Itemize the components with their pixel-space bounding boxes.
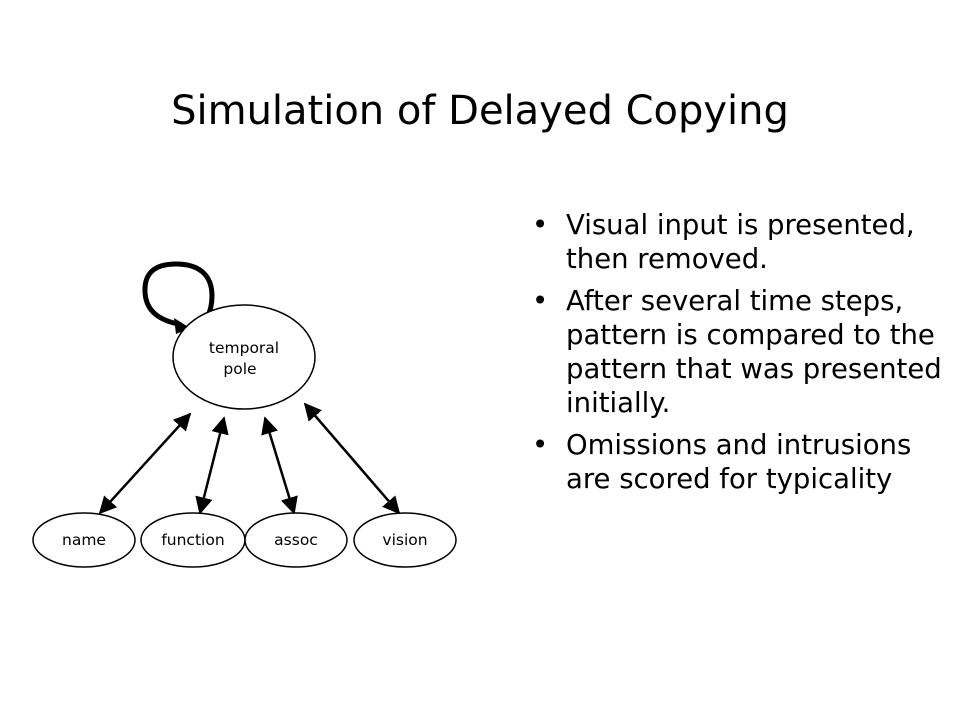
- function-node-label: function: [161, 531, 224, 549]
- self-loop-arrowhead: [174, 318, 190, 334]
- assoc-node: [244, 512, 348, 568]
- vision-node: [353, 512, 457, 568]
- assoc-node-label: assoc: [274, 531, 318, 549]
- arrow-function-temporal: [195, 416, 229, 515]
- bullet-text: After several time steps, pattern is com…: [566, 285, 942, 419]
- temporal-pole-node: [172, 304, 316, 410]
- slide-title: Simulation of Delayed Copying: [171, 88, 789, 134]
- arrow-assoc-temporal: [261, 416, 298, 515]
- name-node-label: name: [62, 531, 106, 549]
- name-node: [32, 512, 136, 568]
- temporal-pole-label-line1: temporal: [209, 339, 279, 357]
- bullet-item: • Omissions and intrusions are scored fo…: [528, 428, 948, 496]
- vision-node-label: vision: [382, 531, 427, 549]
- bullet-item: • Visual input is presented, then remove…: [528, 208, 948, 276]
- bullet-dot: •: [532, 209, 549, 241]
- bullet-text: Omissions and intrusions are scored for …: [566, 429, 912, 495]
- self-loop-arrow: [142, 261, 215, 327]
- bullet-item: • After several time steps, pattern is c…: [528, 284, 948, 420]
- arrow-name-temporal: [98, 412, 192, 515]
- arrow-vision-temporal: [303, 402, 401, 515]
- temporal-pole-label-line2: pole: [223, 360, 256, 378]
- bullet-text: Visual input is presented, then removed.: [566, 209, 915, 275]
- bullet-dot: •: [532, 285, 549, 317]
- bullet-list: • Visual input is presented, then remove…: [528, 208, 948, 504]
- bullet-dot: •: [532, 429, 549, 461]
